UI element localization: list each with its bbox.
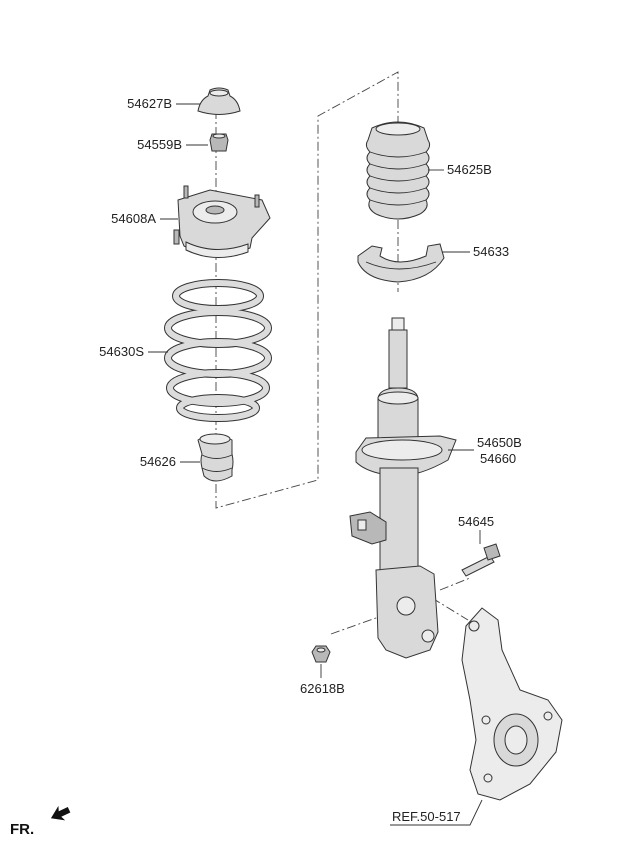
insulator-cap-54627B — [197, 87, 241, 115]
spring-pad-54633 — [357, 243, 445, 283]
strut-mount-54608A — [173, 185, 271, 259]
label-54625B: 54625B — [447, 162, 492, 177]
label-54608A: 54608A — [111, 211, 156, 226]
bump-stopper-54626 — [197, 433, 234, 482]
assembly-centerlines — [215, 71, 471, 635]
label-54650B: 54650B — [477, 435, 522, 450]
label-54626: 54626 — [140, 454, 176, 469]
front-direction-arrow-icon — [50, 805, 71, 821]
steering-knuckle — [461, 607, 563, 801]
dust-cover-54625B — [365, 121, 431, 220]
label-54633: 54633 — [473, 244, 509, 259]
strut-assembly-54650B — [349, 317, 457, 659]
label-62618B: 62618B — [300, 681, 345, 696]
label-54645: 54645 — [458, 514, 494, 529]
leader-lines — [148, 103, 483, 826]
label-54660: 54660 — [480, 451, 516, 466]
label-54630S: 54630S — [99, 344, 144, 359]
label-54627B: 54627B — [127, 96, 172, 111]
bolt-54645 — [461, 543, 501, 577]
nut-62618B — [311, 645, 331, 663]
coil-spring-54630S — [164, 279, 272, 422]
label-54559B: 54559B — [137, 137, 182, 152]
lock-nut-54559B — [209, 133, 229, 152]
part-labels: 54627B 54559B 54608A 54630S 54626 54625B… — [10, 96, 522, 838]
label-ref-50-517: REF.50-517 — [392, 809, 461, 824]
label-fr: FR. — [10, 821, 34, 838]
